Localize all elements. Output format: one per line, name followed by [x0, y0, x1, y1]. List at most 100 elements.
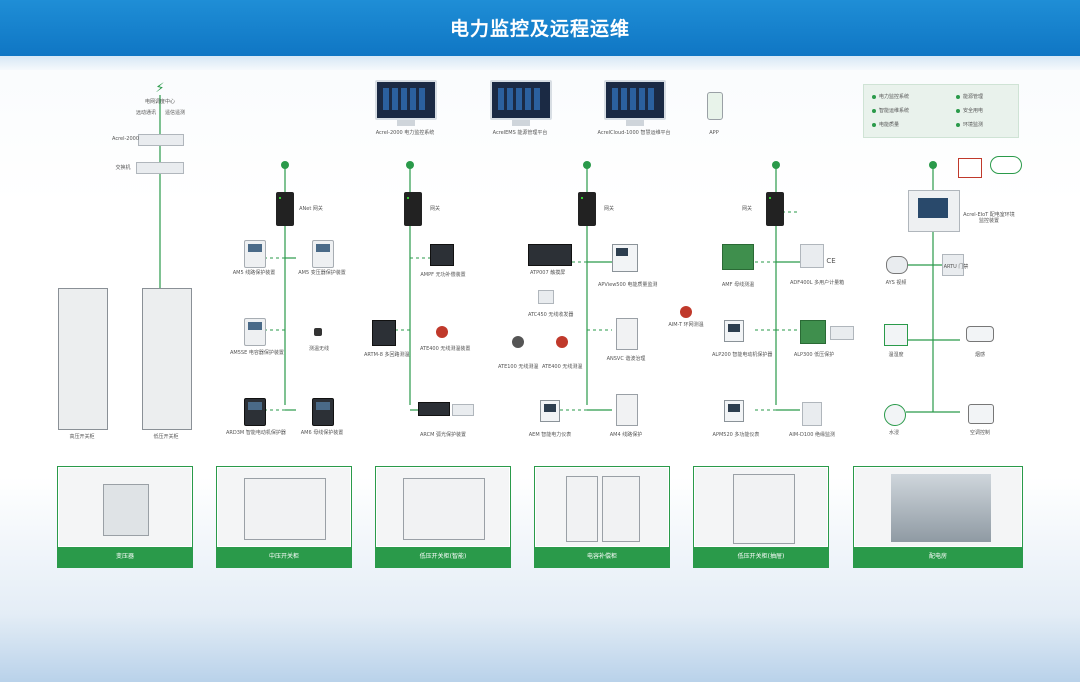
- dispatch-label-2: 遥信遥测: [164, 110, 185, 116]
- page-title: 电力监控及远程运维: [449, 18, 630, 40]
- wireless-sensor-icon: [314, 328, 322, 336]
- legend-item-5: 电能质量: [872, 121, 899, 128]
- touch-screen: [528, 244, 572, 266]
- device-label: AM5SE 电容器保护装置: [230, 350, 284, 356]
- device-label: AIM-D100 绝缘监测: [789, 432, 835, 438]
- wireless-transceiver: [538, 290, 554, 304]
- arc-sensor: [452, 404, 474, 416]
- module-device: [830, 326, 854, 340]
- server-device: [138, 134, 184, 146]
- device-label: AEM 智能电力仪表: [528, 432, 572, 438]
- controller-screen: [918, 198, 948, 218]
- firewall-icon: [958, 158, 982, 178]
- legend-item-3: 智能运维系统: [872, 107, 909, 114]
- cabinet-lv: [142, 288, 192, 430]
- var-compensator: [430, 244, 454, 266]
- network-node: [406, 161, 414, 169]
- busbar-temp: [722, 244, 754, 270]
- monitor-1: [375, 80, 437, 126]
- card-transformer: 变压器: [57, 466, 193, 568]
- temperature-monitor: [372, 320, 396, 346]
- cabinet-label-2: 低压开关柜: [153, 434, 179, 440]
- monitor-label-3: AcrelCloud-1000 智慧运维平台: [597, 130, 671, 136]
- line-protection-cab: [616, 394, 638, 426]
- thermometer-icon: [884, 324, 908, 346]
- wireless-temp-icon: [512, 336, 524, 348]
- tower-icon: ⚡: [155, 81, 165, 96]
- gateway-label-2: 网关: [429, 206, 440, 212]
- device-label: 烟感: [974, 352, 985, 358]
- cloud-icon: [990, 156, 1022, 174]
- power-quality-monitor: [612, 244, 638, 272]
- device-label: AMPF 无功补偿装置: [420, 272, 466, 278]
- water-sensor-icon: [884, 404, 906, 426]
- header-banner: [0, 0, 1080, 56]
- card-caption: 变压器: [58, 547, 192, 567]
- motor-protector: [724, 320, 744, 342]
- cabinet-hv: [58, 288, 108, 430]
- network-node: [583, 161, 591, 169]
- card-caption: 电容补偿柜: [535, 547, 669, 567]
- device-label: AM6 母线保护装置: [300, 430, 344, 436]
- device-label: AYS 视频: [885, 280, 907, 286]
- device-label: ARD3M 智能电动机保护器: [226, 430, 286, 436]
- motor-protector: [244, 398, 266, 426]
- gateway-label-4: 网关: [741, 206, 752, 212]
- device-label: ATE400 无线测温: [542, 364, 583, 370]
- gateway-1: [276, 192, 294, 226]
- low-voltage-protector: [800, 320, 826, 344]
- ap-label-1: Acrel-2000: [112, 136, 140, 142]
- device-label: 空调控制: [969, 430, 990, 436]
- device-label: ARCM 弧光保护装置: [420, 432, 467, 438]
- card-distribution-room: 配电房: [853, 466, 1023, 568]
- device-label: ANSVC 谐波治理: [606, 356, 646, 362]
- device-label: AM4 线路保护: [609, 432, 643, 438]
- sub-band: [0, 56, 1080, 70]
- device-label: ATE100 无线测温: [498, 364, 539, 370]
- device-label: 水浸: [888, 430, 899, 436]
- legend-item-6: 环境监测: [956, 121, 983, 128]
- protection-relay: [244, 318, 266, 346]
- gateway-label-3: 网关: [603, 206, 614, 212]
- protection-relay: [312, 240, 334, 268]
- card-mv-switchgear: 中压开关柜: [216, 466, 352, 568]
- card-lv-smart: 低压开关柜(智能): [375, 466, 511, 568]
- app-label: APP: [709, 130, 719, 136]
- card-caption: 低压开关柜(抽屉): [694, 547, 828, 567]
- legend-item-1: 电力监控系统: [872, 93, 909, 100]
- legend-item-2: 能源管理: [956, 93, 983, 100]
- network-node: [929, 161, 937, 169]
- power-meter: [540, 400, 560, 422]
- video-camera-icon: [886, 256, 908, 274]
- monitor-label-2: AcrelEMS 能源管理平台: [492, 130, 548, 136]
- wireless-temp-icon: [680, 306, 692, 318]
- device-label: 温湿度: [888, 352, 904, 358]
- device-label: ALP200 智能电动机保护器: [712, 352, 773, 358]
- card-capacitor: 电容补偿柜: [534, 466, 670, 568]
- gateway-3: [578, 192, 596, 226]
- monitor-3: [604, 80, 666, 126]
- grid-center-label: 电网调度中心: [144, 99, 175, 105]
- device-label: AM5 变压器保护装置: [298, 270, 346, 276]
- wireless-temp-icon: [436, 326, 448, 338]
- device-label: ATE400 无线测温装置: [420, 346, 471, 352]
- harmonic-cabinet: [616, 318, 638, 350]
- cabinet-label-1: 高压开关柜: [69, 434, 95, 440]
- legend-panel: 电力监控系统 能源管理 智能运维系统 安全用电 电能质量 环境监测: [863, 84, 1019, 138]
- access-control: [942, 254, 964, 276]
- device-label: ARTM-8 多回路测温: [364, 352, 410, 358]
- device-label: 测温无线: [308, 346, 329, 352]
- device-label: ATC450 无线收发器: [528, 312, 574, 318]
- device-label: ALP300 低压保护: [793, 352, 835, 358]
- card-caption: 配电房: [854, 547, 1022, 567]
- metering-box: [800, 244, 824, 268]
- network-node: [772, 161, 780, 169]
- device-label: AMF 母线测温: [721, 282, 755, 288]
- device-label: AIM-T 环网测温: [668, 322, 704, 328]
- smoke-detector-icon: [966, 326, 994, 342]
- dispatch-label-1: 远动通讯: [135, 110, 156, 116]
- insulation-monitor: [802, 402, 822, 426]
- network-node: [281, 161, 289, 169]
- arc-protection: [418, 402, 450, 416]
- card-lv-drawer: 低压开关柜(抽屉): [693, 466, 829, 568]
